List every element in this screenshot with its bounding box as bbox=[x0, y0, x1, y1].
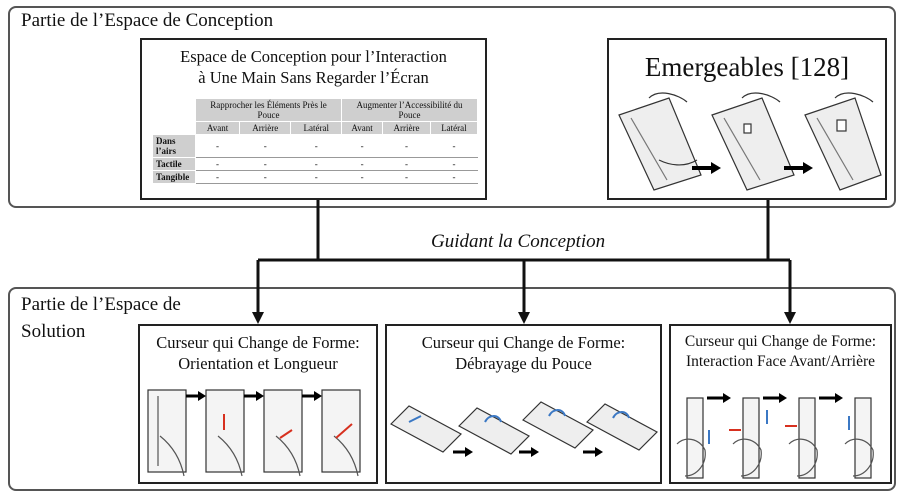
clutch-illustration bbox=[390, 401, 658, 457]
table-cell: - bbox=[194, 170, 241, 184]
device-side bbox=[742, 397, 760, 479]
arrow-right-icon bbox=[819, 393, 843, 403]
table-cell: - bbox=[429, 170, 479, 184]
device-body bbox=[390, 405, 462, 453]
arrow-right-icon bbox=[186, 391, 206, 401]
solution-space-title: Partie de l’Espace de Solution bbox=[21, 292, 181, 345]
table-row: Dans l’airs - - - - - - bbox=[152, 134, 479, 158]
table-row: Tangible - - - - - - bbox=[152, 170, 479, 184]
design-space-title: Espace de Conception pour l’Interaction … bbox=[142, 46, 485, 89]
arrow-right-icon bbox=[453, 447, 473, 457]
arrow-right-icon bbox=[763, 393, 787, 403]
table-cell: - bbox=[382, 170, 431, 184]
table-cell: - bbox=[382, 157, 431, 171]
table-cell: - bbox=[239, 157, 292, 171]
column-header: Arrière bbox=[382, 121, 431, 135]
design-space-title-line1: Espace de Conception pour l’Interaction bbox=[180, 47, 447, 66]
row-header: Tactile bbox=[152, 157, 196, 171]
solution-panel-title-line2: Interaction Face Avant/Arrière bbox=[685, 353, 876, 371]
group-header-2: Augmenter l’Accessibilité du Pouce bbox=[341, 98, 478, 122]
design-space-table: Rapprocher les Éléments Près le Pouce Au… bbox=[152, 98, 479, 184]
red-arrow-icon bbox=[335, 423, 353, 439]
emergeables-device-3 bbox=[804, 92, 882, 191]
solution-panel-orientation: Curseur qui Change de Forme: Orientation… bbox=[138, 324, 378, 484]
blue-arrow-icon bbox=[484, 415, 502, 423]
table-cell: - bbox=[341, 157, 384, 171]
column-header: Arrière bbox=[239, 121, 292, 135]
solution-panel-title: Curseur qui Change de Forme: Interaction… bbox=[671, 332, 890, 372]
arrow-right-icon bbox=[583, 447, 603, 457]
solution-panel-title-line1: Curseur qui Change de Forme: bbox=[156, 333, 360, 352]
red-arrow-icon bbox=[279, 429, 293, 439]
table-cell: - bbox=[341, 134, 384, 158]
table-corner bbox=[152, 98, 196, 122]
device-screen bbox=[321, 389, 361, 473]
device-side bbox=[686, 397, 704, 479]
emergeables-device-2 bbox=[711, 92, 795, 191]
column-header: Avant bbox=[341, 121, 384, 135]
emergeables-illustration bbox=[618, 92, 882, 191]
problem-space-title: Partie de l’Espace de Conception bbox=[21, 10, 274, 31]
table-cell: - bbox=[429, 157, 479, 171]
column-header: Latéral bbox=[429, 121, 479, 135]
arrow-right-icon bbox=[784, 162, 813, 174]
table-cell: - bbox=[290, 170, 343, 184]
solution-panel-title: Curseur qui Change de Forme: Débrayage d… bbox=[387, 332, 660, 375]
table-cell: - bbox=[290, 134, 343, 158]
blue-arrow-icon bbox=[612, 411, 630, 419]
solution-panel-clutch: Curseur qui Change de Forme: Débrayage d… bbox=[385, 324, 662, 484]
device-screen bbox=[205, 389, 245, 473]
solution-space-title-line1: Partie de l’Espace de bbox=[21, 294, 181, 315]
emergeables-device-1 bbox=[618, 92, 702, 191]
device-side bbox=[798, 397, 816, 479]
device-body bbox=[522, 401, 594, 449]
solution-panel-title-line1: Curseur qui Change de Forme: bbox=[684, 333, 877, 350]
solution-panel-title: Curseur qui Change de Forme: Orientation… bbox=[140, 332, 376, 375]
column-header: Latéral bbox=[290, 121, 343, 135]
row-header: Tangible bbox=[152, 170, 196, 184]
orientation-illustration bbox=[147, 389, 361, 477]
group-header-1: Rapprocher les Éléments Près le Pouce bbox=[194, 98, 343, 122]
table-cell: - bbox=[382, 134, 431, 158]
table-cell: - bbox=[239, 134, 292, 158]
table-cell: - bbox=[194, 157, 241, 171]
arrow-right-icon bbox=[692, 162, 721, 174]
solution-space-title-line2: Solution bbox=[21, 320, 86, 342]
device-side bbox=[854, 397, 872, 479]
column-header: Avant bbox=[194, 121, 241, 135]
table-row: Tactile - - - - - - bbox=[152, 157, 479, 171]
emergeables-panel: Emergeables [128] bbox=[607, 38, 887, 200]
device-screen bbox=[263, 389, 303, 473]
arrow-right-icon bbox=[244, 391, 264, 401]
table-cell: - bbox=[341, 170, 384, 184]
device-body bbox=[586, 403, 658, 451]
table-cell: - bbox=[239, 170, 292, 184]
device-body bbox=[458, 407, 530, 455]
table-cell: - bbox=[429, 134, 479, 158]
design-space-title-line2: à Une Main Sans Regarder l’Écran bbox=[198, 68, 429, 88]
row-header: Dans l’airs bbox=[152, 134, 196, 158]
design-space-panel: Espace de Conception pour l’Interaction … bbox=[140, 38, 487, 200]
solution-panel-title-line2: Orientation et Longueur bbox=[178, 354, 338, 374]
table-cell: - bbox=[194, 134, 241, 158]
emergeables-title: Emergeables [128] bbox=[644, 52, 850, 82]
solution-panel-title-line1: Curseur qui Change de Forme: bbox=[421, 333, 626, 352]
solution-panel-front-back: Curseur qui Change de Forme: Interaction… bbox=[669, 324, 892, 484]
arrow-right-icon bbox=[519, 447, 539, 457]
connector-label: Guidant la Conception bbox=[427, 231, 610, 253]
blue-arrow-icon bbox=[408, 415, 422, 423]
device-screen bbox=[147, 389, 187, 473]
table-corner-2 bbox=[152, 121, 196, 135]
front-back-illustration bbox=[676, 393, 874, 479]
table-cell: - bbox=[290, 157, 343, 171]
solution-panel-title-line2: Débrayage du Pouce bbox=[455, 354, 592, 374]
arrow-right-icon bbox=[707, 393, 731, 403]
blue-arrow-icon bbox=[548, 409, 566, 417]
arrow-right-icon bbox=[302, 391, 322, 401]
